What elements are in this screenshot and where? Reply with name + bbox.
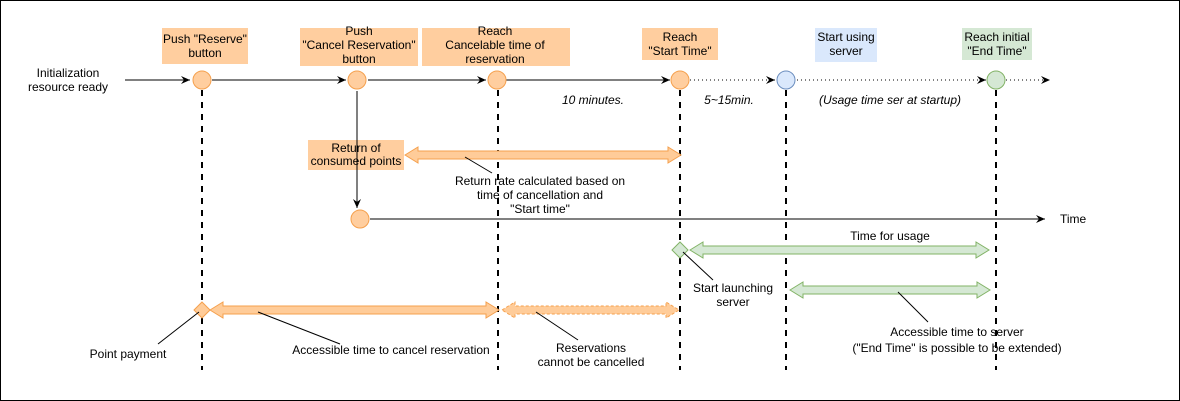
start-using-line2: server [829, 44, 862, 58]
reach-end-line1: Reach initial [964, 30, 1029, 44]
return-rate-line2: time of cancellation and [477, 188, 603, 202]
reach-cancelable-line1: Reach [478, 24, 513, 38]
time-for-usage-label: Time for usage [850, 229, 930, 243]
reach-start-line2: "Start Time" [648, 44, 711, 58]
push-cancel-line2: "Cancel Reservation" [302, 38, 415, 52]
push-cancel-label-bg [300, 28, 418, 66]
return-points-line1: Return of [331, 141, 381, 155]
push-reserve-line2: button [188, 46, 221, 60]
push-cancel-line3: button [342, 52, 375, 66]
point-payment-diamond [193, 301, 211, 319]
accessible-server-pointer [897, 291, 929, 323]
ten-minutes-label: 10 minutes. [562, 93, 624, 107]
return-points-label-bg [308, 140, 404, 170]
node-start-using [776, 70, 796, 90]
init-label-line1: Initialization [37, 66, 100, 80]
accessible-server-line1: Accessible time to server [890, 325, 1023, 339]
reach-cancelable-line2: Cancelable time of [445, 38, 545, 52]
reach-start-line1: Reach [663, 30, 698, 44]
start-launching-line2: server [716, 295, 749, 309]
return-rate-pointer [464, 156, 493, 174]
push-reserve-label-bg [162, 28, 248, 64]
reach-cancelable-line3: reservation [465, 52, 524, 66]
point-payment-pointer [157, 311, 200, 345]
node-push-cancel [347, 70, 367, 90]
node-reach-start [670, 70, 690, 90]
reach-cancelable-label-bg [422, 28, 570, 66]
return-points-line2: consumed points [311, 154, 402, 168]
reach-end-label-bg [962, 28, 1032, 60]
accessible-cancel-label: Accessible time to cancel reservation [292, 343, 489, 357]
usage-time-set-label: (Usage time ser at startup) [819, 93, 961, 107]
node-return-points [350, 209, 370, 229]
push-reserve-line1: Push "Reserve" [163, 32, 247, 46]
reach-start-label-bg [642, 28, 718, 60]
accessible-cancel-arrow [209, 301, 500, 319]
cannot-cancel-pointer [535, 311, 579, 341]
accessible-server-line2: ("End Time" is possible to be extended) [852, 341, 1061, 355]
return-rate-arrow [404, 146, 682, 164]
five-fifteen-label: 5~15min. [704, 93, 754, 107]
cannot-cancel-line1: Reservations [556, 341, 626, 355]
accessible-server-arrow [789, 281, 991, 299]
start-launch-pointer [682, 251, 714, 281]
point-payment-label: Point payment [90, 347, 167, 361]
start-launch-diamond [671, 241, 689, 259]
return-rate-line3: "Start time" [510, 202, 570, 216]
start-launching-line1: Start launching [693, 281, 773, 295]
init-label-line2: resource ready [28, 80, 108, 94]
push-cancel-line1: Push [345, 24, 372, 38]
time-axis-label: Time [1060, 212, 1087, 226]
start-using-line1: Start using [817, 30, 874, 44]
cannot-cancel-arrow [501, 301, 680, 319]
time-for-usage-arrow [689, 241, 990, 259]
cannot-cancel-line2: cannot be cancelled [538, 355, 645, 369]
return-rate-line1: Return rate calculated based on [455, 174, 625, 188]
reach-end-line2: "End Time" [967, 44, 1026, 58]
node-reach-end [986, 70, 1006, 90]
accessible-cancel-pointer [257, 311, 341, 345]
start-using-label-bg [815, 28, 877, 62]
node-reach-cancelable [487, 70, 507, 90]
node-push-reserve [192, 70, 212, 90]
